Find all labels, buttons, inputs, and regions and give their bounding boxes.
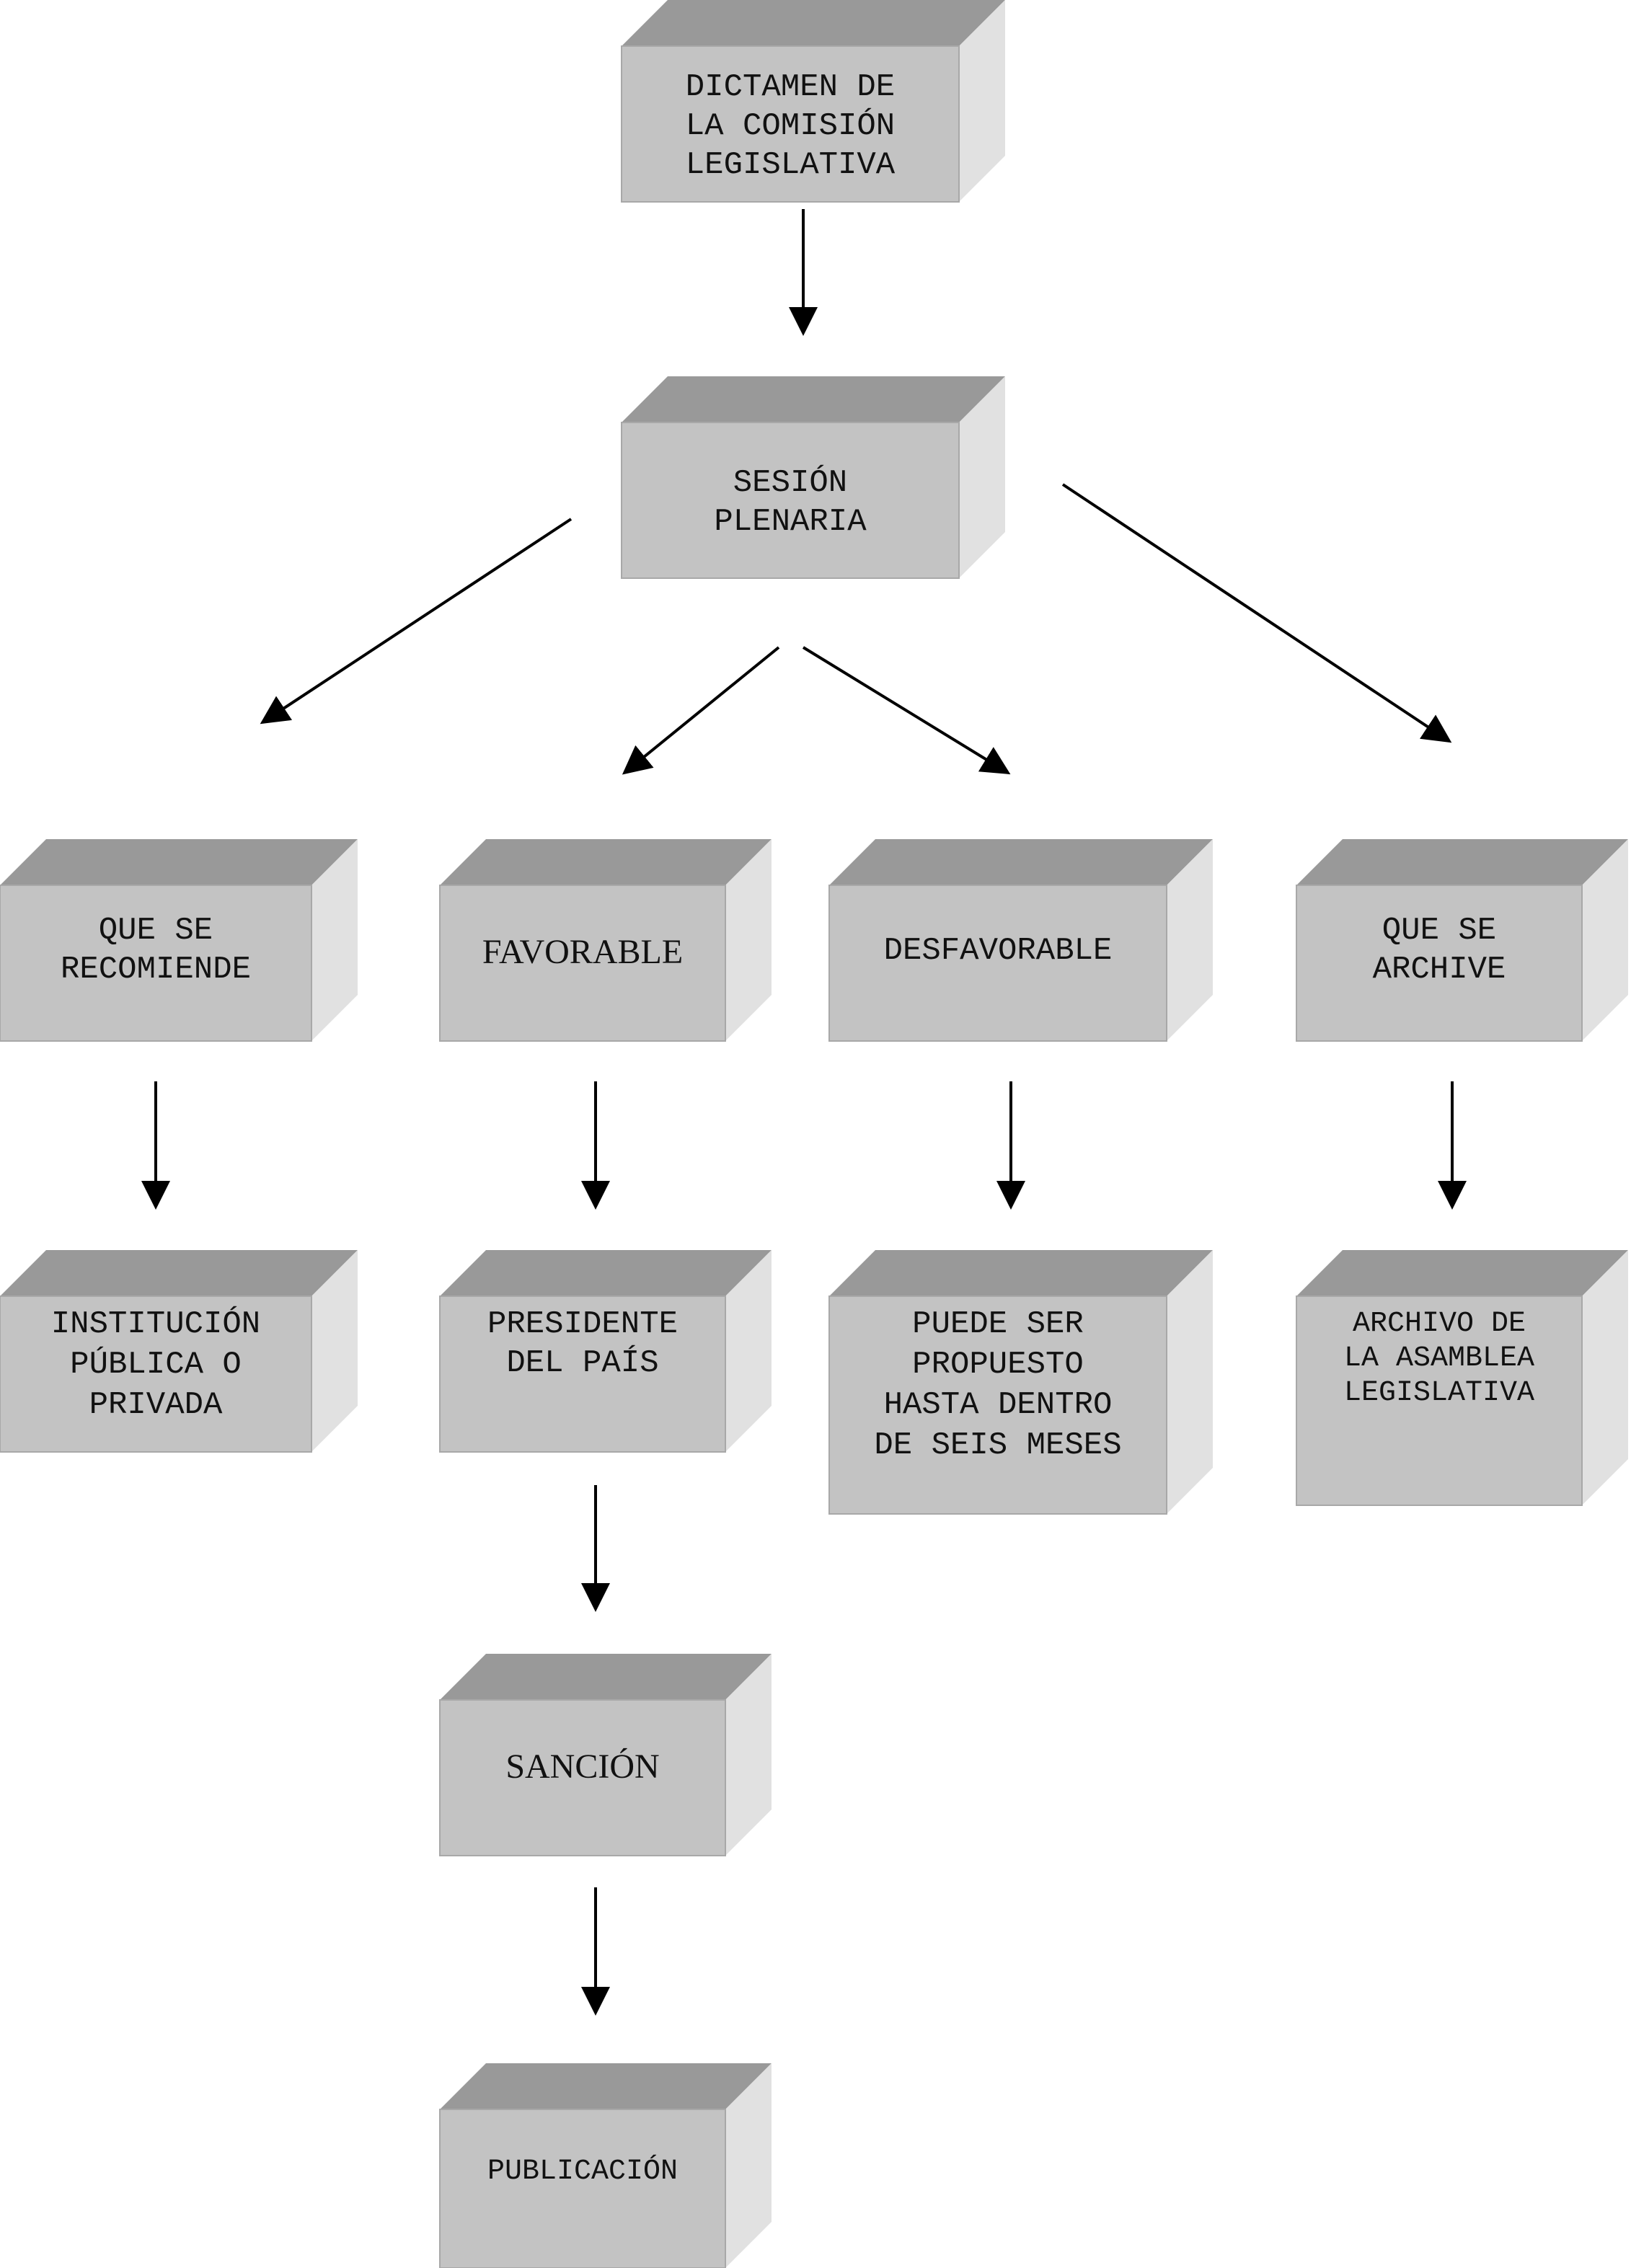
- box-top-face: [440, 1654, 772, 1700]
- box-label-line: ARCHIVO DE: [1353, 1308, 1526, 1340]
- box-side-face: [959, 376, 1005, 578]
- arrow-sesion-to-favorable: [622, 646, 780, 775]
- box-top-face: [0, 839, 358, 885]
- box-label-line: PUBLICACIÓN: [487, 2153, 678, 2188]
- box-label-line: LA COMISIÓN: [686, 107, 895, 144]
- box-top-face: [0, 1250, 358, 1296]
- box-side-face: [725, 839, 772, 1041]
- arrow-sesion-to-desfavorable: [802, 646, 1011, 775]
- box-side-face: [1167, 1250, 1213, 1514]
- box-label-line: FAVORABLE: [482, 933, 683, 971]
- box-label-line: DEL PAÍS: [506, 1345, 658, 1381]
- box-top-face: [440, 1250, 772, 1296]
- box-front-face: [621, 422, 960, 579]
- box-top-face: [829, 1250, 1213, 1296]
- box-top-face: [622, 0, 1005, 46]
- box-sancion: SANCIÓN: [439, 1654, 772, 1856]
- box-top-face: [829, 839, 1213, 885]
- box-side-face: [1582, 839, 1628, 1041]
- box-side-face: [725, 2063, 772, 2268]
- box-side-face: [959, 0, 1005, 202]
- box-label-line: INSTITUCIÓN: [51, 1305, 260, 1342]
- box-top-face: [1296, 839, 1628, 885]
- box-label-line: DE SEIS MESES: [874, 1427, 1121, 1463]
- box-label-line: DICTAMEN DE: [686, 69, 895, 105]
- box-favorable: FAVORABLE: [439, 839, 772, 1042]
- box-label-line: SANCIÓN: [505, 1747, 659, 1786]
- box-label-line: LEGISLATIVA: [686, 147, 896, 183]
- box-label-line: PRESIDENTE: [487, 1306, 678, 1342]
- box-top-face: [440, 839, 772, 885]
- box-front-face: [0, 1295, 312, 1453]
- box-label-line: SESIÓN: [733, 464, 847, 501]
- box-label-line: PÚBLICA O: [70, 1345, 242, 1383]
- box-label-line: QUE SE: [99, 913, 213, 949]
- box-front-face: [439, 2109, 726, 2268]
- box-top-face: [1296, 1250, 1628, 1296]
- box-front-face: [1296, 1295, 1583, 1506]
- box-side-face: [1167, 839, 1213, 1041]
- box-propuesto: PUEDE SER PROPUESTO HASTA DENTRO DE SEIS ME…: [828, 1250, 1213, 1515]
- box-side-face: [311, 839, 358, 1041]
- box-label-line: QUE SE: [1382, 913, 1496, 949]
- connectors: [141, 209, 1467, 2016]
- box-front-face: [621, 45, 960, 203]
- box-front-face: [1296, 885, 1583, 1042]
- box-label-line: LEGISLATIVA: [1344, 1377, 1534, 1409]
- box-front-face: [439, 1699, 726, 1856]
- box-label-line: RECOMIENDE: [61, 952, 251, 988]
- box-top-face: [622, 376, 1005, 422]
- box-front-face: [439, 1295, 726, 1453]
- box-front-face: [439, 885, 726, 1042]
- box-side-face: [725, 1250, 772, 1452]
- box-label-line: PUEDE SER: [912, 1306, 1084, 1342]
- box-label-line: PLENARIA: [714, 504, 867, 540]
- box-front-face: [828, 1295, 1167, 1515]
- box-front-face: [828, 885, 1167, 1042]
- box-label-line: LA ASAMBLEA: [1344, 1342, 1534, 1375]
- arrow-sesion-to-recomiende: [260, 518, 573, 725]
- arrow-sesion-to-archive: [1061, 483, 1452, 743]
- box-label-line: PROPUESTO: [912, 1347, 1084, 1383]
- box-desfavorable: DESFAVORABLE: [828, 839, 1213, 1042]
- box-label-line: PRIVADA: [89, 1387, 223, 1423]
- box-label-line: HASTA DENTRO: [884, 1387, 1113, 1423]
- box-publicacion: PUBLICACIÓN: [439, 2063, 772, 2268]
- box-side-face: [1582, 1250, 1628, 1505]
- box-side-face: [311, 1250, 358, 1452]
- box-front-face: [0, 885, 312, 1042]
- box-top-face: [440, 2063, 772, 2109]
- box-side-face: [725, 1654, 772, 1856]
- box-label-line: ARCHIVE: [1373, 952, 1506, 988]
- box-label-line: DESFAVORABLE: [884, 933, 1113, 969]
